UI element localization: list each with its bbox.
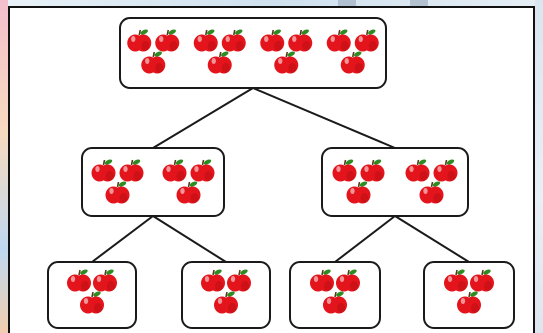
node-box	[321, 147, 469, 217]
node-box	[119, 17, 387, 89]
apple-icon	[162, 159, 187, 182]
tree-node-leaf-3	[289, 261, 381, 329]
tree-edge	[252, 87, 396, 149]
tree-edge	[91, 215, 154, 263]
tree-node-level1-left	[81, 147, 225, 217]
tree-edge	[152, 215, 227, 263]
apple-icon	[332, 159, 357, 182]
apple-icon	[221, 29, 246, 52]
tree-node-leaf-2	[181, 261, 271, 329]
node-box	[81, 147, 225, 217]
apple-icon	[67, 269, 91, 292]
apple-icon	[141, 51, 166, 74]
apple-icon	[336, 269, 360, 292]
tree-edge	[394, 215, 470, 263]
background-edge-top	[8, 0, 543, 6]
apple-icon	[444, 269, 468, 292]
apple-icon	[105, 181, 130, 204]
background-edge-right	[535, 0, 543, 333]
apple-icon	[405, 159, 430, 182]
tree-node-leaf-4	[423, 261, 515, 329]
apple-icon	[274, 51, 299, 74]
apple-icon	[470, 269, 494, 292]
apple-icon	[360, 159, 385, 182]
apple-icon	[340, 51, 365, 74]
tree-edge	[334, 215, 396, 263]
apple-icon	[176, 181, 201, 204]
apple-icon	[457, 291, 481, 314]
apple-icon	[155, 29, 180, 52]
apple-icon	[214, 291, 238, 314]
tree-node-level1-right	[321, 147, 469, 217]
apple-icon	[93, 269, 117, 292]
apple-icon	[419, 181, 444, 204]
apple-icon	[346, 181, 371, 204]
apple-icon	[80, 291, 104, 314]
apple-icon	[288, 29, 313, 52]
apple-icon	[323, 291, 347, 314]
apple-icon	[227, 269, 251, 292]
apple-icon	[201, 269, 225, 292]
apple-icon	[190, 159, 215, 182]
apple-icon	[207, 51, 232, 74]
apple-icon	[433, 159, 458, 182]
apple-icon	[193, 29, 218, 52]
apple-icon	[326, 29, 351, 52]
tree-edge	[152, 87, 254, 149]
apple-icon	[119, 159, 144, 182]
tree-node-root	[119, 17, 387, 89]
apple-icon	[91, 159, 116, 182]
apple-icon	[127, 29, 152, 52]
apple-icon	[260, 29, 285, 52]
apple-icon	[310, 269, 334, 292]
background-edge-left	[0, 0, 8, 333]
apple-icon	[354, 29, 379, 52]
tree-node-leaf-1	[47, 261, 137, 329]
